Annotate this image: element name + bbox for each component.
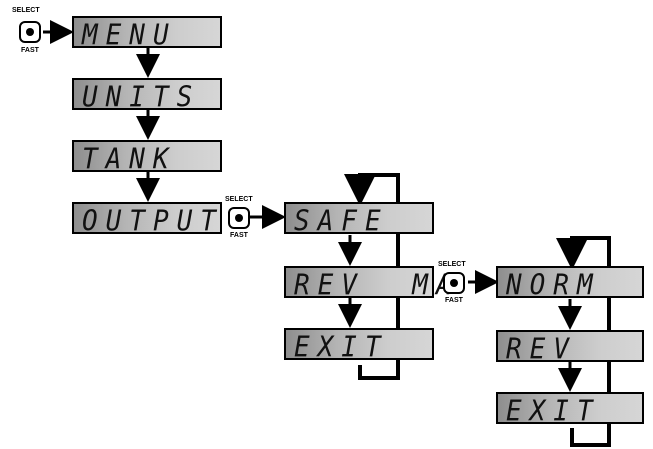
select-label-1: SELECT <box>12 7 40 14</box>
lcd-units-text: UNITS <box>82 81 201 114</box>
lcd-rev-ma: REV MA <box>284 266 452 302</box>
lcd-tank: TANK <box>72 140 222 176</box>
lcd-rev: REV <box>496 330 644 366</box>
lcd-norm: NORM <box>496 266 644 302</box>
lcd-exit-2: EXIT <box>496 392 644 428</box>
lcd-safe-text: SAFE <box>294 205 389 238</box>
lcd-menu-text: MENU <box>82 19 177 52</box>
select-button-icon[interactable] <box>443 272 465 294</box>
lcd-rev-text: REV <box>506 333 577 366</box>
lcd-norm-text: NORM <box>506 269 601 302</box>
lcd-rev-ma-text: REV MA <box>294 269 460 302</box>
fast-label-1: FAST <box>21 47 39 54</box>
lcd-output-text: OUTPUT <box>82 205 224 238</box>
select-label-3: SELECT <box>438 261 466 268</box>
lcd-menu: MENU <box>72 16 222 52</box>
select-label-2: SELECT <box>225 196 253 203</box>
select-button-icon[interactable] <box>19 21 41 43</box>
fast-label-3: FAST <box>445 297 463 304</box>
lcd-exit-1-text: EXIT <box>294 331 389 364</box>
lcd-output: OUTPUT <box>72 202 222 238</box>
lcd-tank-text: TANK <box>82 143 177 176</box>
fast-label-2: FAST <box>230 232 248 239</box>
lcd-exit-2-text: EXIT <box>506 395 601 428</box>
select-button-icon[interactable] <box>228 207 250 229</box>
lcd-units: UNITS <box>72 78 222 114</box>
lcd-safe: SAFE <box>284 202 434 238</box>
lcd-exit-1: EXIT <box>284 328 434 364</box>
